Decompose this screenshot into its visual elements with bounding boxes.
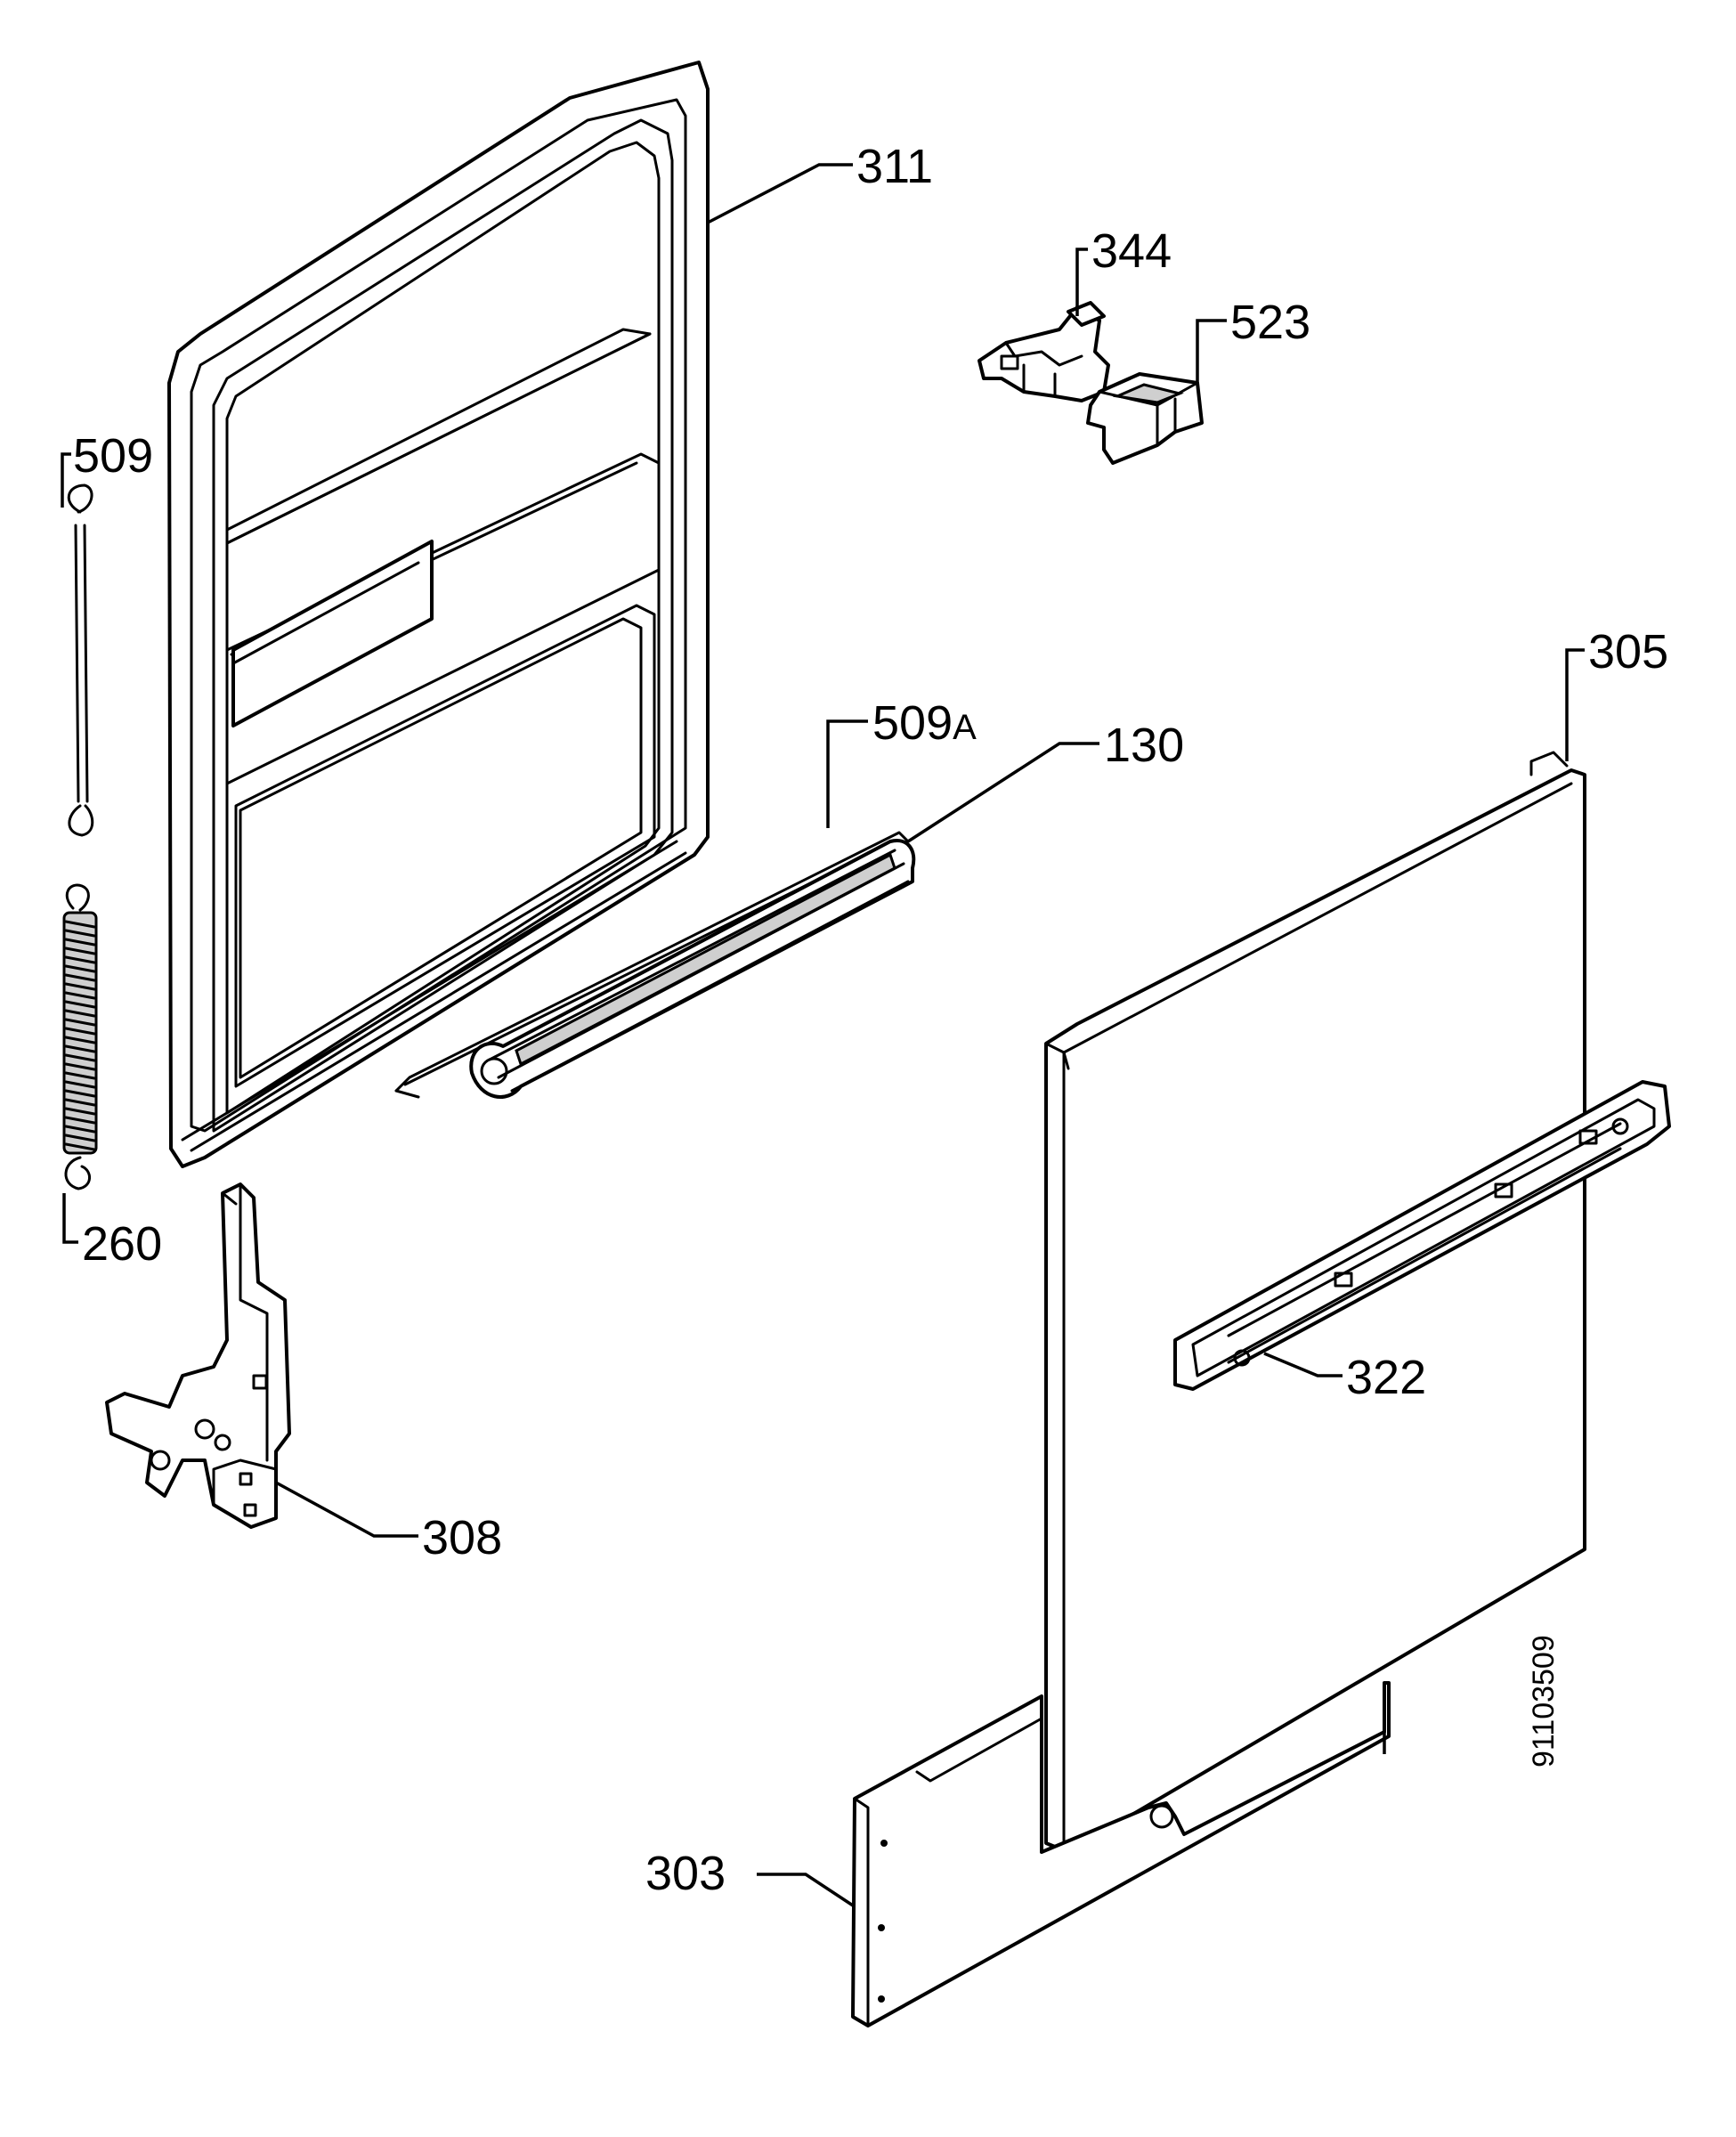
spring-coil-line — [64, 1044, 96, 1053]
part-130-seal — [469, 839, 916, 1099]
leader-344 — [1075, 248, 1088, 316]
leader-305 — [1565, 648, 1585, 761]
leader-509a — [826, 719, 868, 828]
part-344-latch — [978, 301, 1110, 402]
spring-coil-line — [64, 991, 96, 1000]
label-260: 260 — [82, 1217, 162, 1271]
part-303-kick-plate — [851, 1681, 1391, 2027]
label-509a: 509A — [872, 696, 977, 750]
spring-coil-line — [64, 1134, 96, 1142]
leader-308 — [275, 1481, 418, 1538]
leader-509 — [61, 452, 71, 508]
spring-coil-line — [64, 1071, 96, 1080]
spring-coil-line — [64, 1027, 96, 1036]
spring-coil-line — [64, 964, 96, 973]
spring-coil-line — [64, 1080, 96, 1089]
spring-coil-line — [64, 973, 96, 982]
part-509-hook-rod — [68, 483, 94, 837]
leader-322 — [1263, 1352, 1343, 1377]
label-130: 130 — [1104, 719, 1184, 772]
label-305: 305 — [1588, 625, 1668, 678]
leader-303 — [757, 1873, 854, 1907]
spring-coil-line — [64, 947, 96, 955]
label-308: 308 — [422, 1511, 502, 1564]
spring-coil-line — [64, 1125, 96, 1134]
label-509a-number: 509 — [872, 696, 953, 750]
spring-coil-line — [64, 982, 96, 991]
label-523: 523 — [1230, 296, 1310, 349]
label-509a-suffix: A — [953, 708, 977, 747]
spring-coil-line — [64, 1036, 96, 1044]
label-303: 303 — [645, 1847, 726, 1900]
spring-coil-line — [64, 938, 96, 947]
spring-coil-line — [64, 1018, 96, 1027]
label-311: 311 — [856, 140, 933, 193]
spring-coil-line — [64, 1009, 96, 1018]
part-308-hinge — [105, 1182, 291, 1529]
spring-coil-line — [64, 1107, 96, 1116]
spring-coil-line — [64, 1098, 96, 1107]
leader-311 — [707, 163, 853, 224]
part-311-inner-door — [167, 61, 710, 1168]
spring-coil-line — [64, 1053, 96, 1062]
spring-coil-line — [64, 1116, 96, 1125]
label-509: 509 — [73, 429, 153, 483]
part-labels: 311 344 523 509 509A 130 305 260 322 308… — [73, 140, 1668, 1900]
leader-523 — [1196, 319, 1227, 383]
document-number: 91103509 — [1527, 1635, 1561, 1767]
spring-coil-line — [64, 920, 96, 929]
leader-lines — [61, 163, 1585, 1907]
spring-coil-line — [64, 1000, 96, 1009]
part-322-rail — [1173, 1080, 1671, 1391]
part-523-catch — [1086, 372, 1204, 465]
spring-coil-line — [64, 929, 96, 938]
label-322: 322 — [1346, 1351, 1426, 1404]
spring-coil-line — [64, 955, 96, 964]
part-260-spring — [62, 883, 98, 1190]
label-344: 344 — [1091, 224, 1172, 278]
leader-130 — [907, 742, 1099, 843]
spring-coil-line — [64, 1062, 96, 1071]
spring-coil-line — [64, 1142, 96, 1151]
spring-coil-line — [64, 1089, 96, 1098]
leader-260 — [62, 1193, 78, 1244]
